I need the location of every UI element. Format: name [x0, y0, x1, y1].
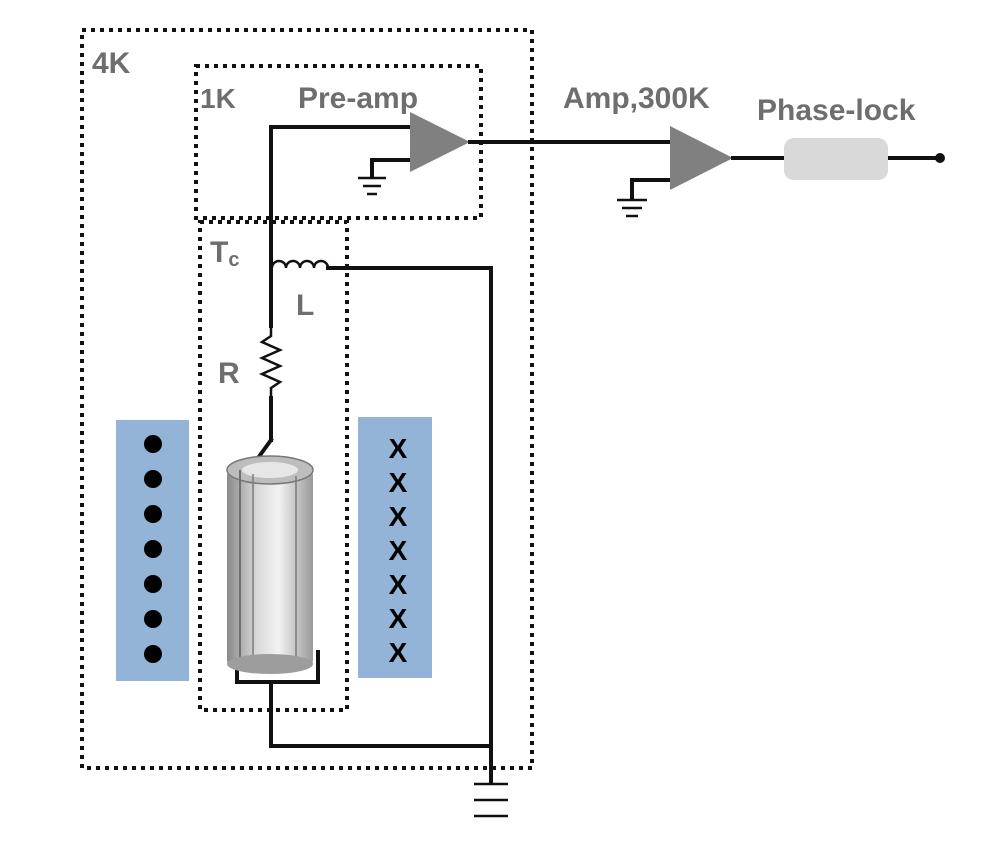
inductor-label: L: [296, 289, 314, 322]
coil-panel-right: [358, 417, 432, 678]
resistor: [258, 326, 284, 398]
tc-label: Tc: [210, 236, 239, 271]
coil-dot-symbol: [144, 540, 162, 558]
split-cylinder-sample: [226, 455, 314, 674]
tc-enclosure: [198, 220, 349, 712]
stage-1k-label: 1K: [200, 83, 236, 114]
amp-label: Amp,300K: [563, 82, 710, 115]
preamp-triangle: [410, 112, 470, 172]
stage-4k-label: 4K: [92, 47, 131, 80]
coil-x-symbol: X: [389, 467, 408, 498]
preamp-label: Pre-amp: [298, 82, 418, 115]
coil-x-symbol: X: [389, 535, 408, 566]
coil-x-symbol: X: [389, 569, 408, 600]
coil-dot-symbol: [144, 645, 162, 663]
amp-triangle: [670, 126, 733, 190]
preamp-input-wire: [269, 125, 412, 328]
bottom-return-wire: [269, 680, 493, 748]
output-terminal: [935, 153, 945, 163]
coil-dot-symbol: [144, 575, 162, 593]
resistor-label: R: [218, 357, 240, 390]
coil-dot-symbol: [144, 470, 162, 488]
coil-dot-symbol: [144, 610, 162, 628]
coil-x-symbol: X: [389, 603, 408, 634]
coil-dot-symbol: [144, 505, 162, 523]
stage-4k-enclosure: [80, 28, 534, 770]
coil-left-symbols: [144, 435, 162, 663]
coil-x-symbol: X: [389, 501, 408, 532]
coil-x-symbol: X: [389, 433, 408, 464]
coil-dot-symbol: [144, 435, 162, 453]
phase-lock-label: Phase-lock: [757, 94, 916, 127]
inductor-coil: [270, 259, 330, 269]
coil-x-symbol: X: [389, 637, 408, 668]
phase-lock-box: [784, 138, 888, 180]
